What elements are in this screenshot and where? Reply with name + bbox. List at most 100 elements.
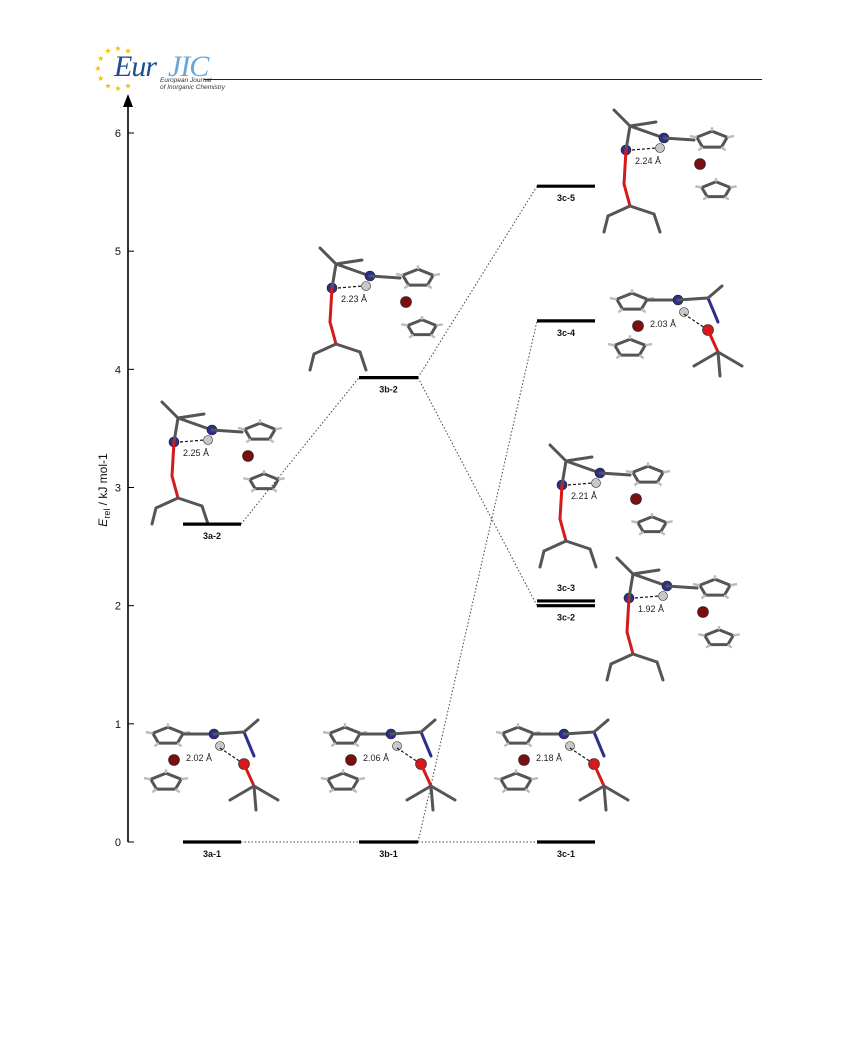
- bond: [612, 108, 632, 128]
- ring-hydrogen-bond: [153, 742, 160, 748]
- connector-3b-1-3c-4: [417, 320, 538, 843]
- level-label-3a-2: 3a-2: [203, 531, 221, 541]
- bond: [176, 416, 214, 432]
- bond: [564, 459, 602, 475]
- ring-hydrogen-bond: [700, 594, 707, 600]
- bond: [655, 660, 665, 682]
- ring-hydrogen-bond: [692, 582, 700, 587]
- bond: [538, 549, 546, 569]
- hydrogen-atom: [203, 435, 213, 445]
- logo-star-icon: ★: [97, 74, 104, 83]
- connector-3a-2-3b-2: [240, 377, 360, 525]
- ring-hydrogen-bond: [720, 146, 727, 152]
- bond: [564, 455, 594, 463]
- ring-hydrogen-bond: [609, 296, 617, 301]
- ring-hydrogen-bond: [436, 323, 443, 327]
- ring-hydrogen-bond: [174, 788, 181, 794]
- level-label-3c-5: 3c-5: [557, 193, 575, 203]
- ring-hydrogen-bond: [617, 308, 624, 314]
- level-label-3a-1: 3a-1: [203, 849, 221, 859]
- bond: [706, 328, 720, 354]
- hydrogen-atom: [679, 307, 689, 317]
- ring-hydrogen-bond: [730, 185, 737, 189]
- level-label-3b-1: 3b-1: [379, 849, 398, 859]
- bond: [405, 784, 433, 802]
- hbond-dashed: [337, 285, 363, 289]
- y-tick-label: 6: [115, 128, 121, 140]
- ring-hydrogen-bond: [666, 520, 673, 524]
- logo-star-icon: ★: [104, 47, 111, 56]
- molecule-3c-4: 2.03 Å: [607, 284, 744, 378]
- bond: [628, 124, 666, 140]
- cyclopentadienyl-ring: [498, 771, 534, 791]
- logo-star-icon: ★: [124, 47, 131, 56]
- bond: [706, 296, 720, 324]
- ring-hydrogen-bond: [275, 426, 283, 431]
- bond: [676, 296, 710, 302]
- bond: [706, 284, 724, 300]
- bond: [328, 286, 334, 324]
- level-label-3c-3: 3c-3: [557, 583, 575, 593]
- ring-hydrogen-bond: [330, 742, 337, 748]
- ring-hydrogen-bond: [328, 788, 335, 794]
- logo-star-icon: ★: [104, 81, 111, 90]
- hydrogen-atom: [565, 741, 575, 751]
- level-label-3c-4: 3c-4: [557, 328, 575, 338]
- bond: [602, 784, 608, 812]
- bond: [625, 596, 631, 634]
- y-tick-label: 1: [115, 719, 121, 731]
- distance-label-3b-1: 2.06 Å: [363, 753, 389, 763]
- ring-hydrogen-bond: [237, 426, 245, 431]
- ring-hydrogen-bond: [243, 477, 250, 481]
- ring-hydrogen-bond: [698, 633, 705, 637]
- bond: [564, 539, 592, 551]
- hbond-dashed: [631, 147, 657, 151]
- metal-atom: [630, 493, 642, 505]
- bond: [172, 416, 180, 444]
- bond: [609, 652, 635, 666]
- ring-hydrogen-bond: [250, 487, 256, 493]
- ring-hydrogen-bond: [524, 788, 531, 794]
- ring-hydrogen-bond: [495, 730, 503, 735]
- cyclopentadienyl-ring: [614, 291, 650, 311]
- ring-hydrogen-bond: [724, 195, 730, 201]
- logo-subtitle-line2: of Inorganic Chemistry: [160, 84, 226, 91]
- metal-atom: [400, 296, 412, 308]
- bond: [628, 120, 658, 128]
- ring-hydrogen-bond: [727, 643, 733, 649]
- cyclopentadienyl-ring: [630, 464, 666, 484]
- bond: [606, 204, 632, 218]
- bond: [558, 483, 564, 521]
- ring-hydrogen-bond: [727, 134, 735, 139]
- bond: [308, 352, 316, 372]
- bond: [334, 258, 364, 266]
- hydrogen-atom: [658, 591, 668, 601]
- bond: [592, 762, 606, 788]
- y-axis-label-unit: / kJ mol-1: [96, 453, 110, 509]
- levels: 3a-13a-23b-13b-23c-13c-23c-33c-43c-5: [183, 184, 595, 859]
- bond: [242, 718, 260, 734]
- ring-hydrogen-bond: [433, 272, 441, 277]
- ring-hydrogen-bond: [697, 146, 704, 152]
- ring-hydrogen-bond: [638, 354, 645, 360]
- bond: [176, 412, 206, 420]
- ring-hydrogen-bond: [145, 730, 153, 735]
- bond: [592, 718, 610, 734]
- bond: [242, 762, 256, 788]
- ring-hydrogen-bond: [730, 582, 738, 587]
- hydrogen-atom: [591, 478, 601, 488]
- bond: [588, 547, 598, 569]
- header-rule: [204, 79, 762, 80]
- cyclopentadienyl-ring: [327, 725, 363, 745]
- ring-hydrogen-bond: [351, 788, 358, 794]
- hbond-dashed: [567, 482, 593, 486]
- cyclopentadienyl-ring: [148, 771, 184, 791]
- ring-hydrogen-bond: [638, 530, 644, 536]
- cyclopentadienyl-ring: [697, 577, 733, 597]
- bond: [334, 262, 372, 278]
- metal-atom: [242, 450, 254, 462]
- distance-label-3a-1: 2.02 Å: [186, 753, 212, 763]
- ring-hydrogen-bond: [660, 530, 666, 536]
- molecule-3c-3: 2.21 Å: [538, 443, 673, 569]
- bond: [716, 350, 744, 368]
